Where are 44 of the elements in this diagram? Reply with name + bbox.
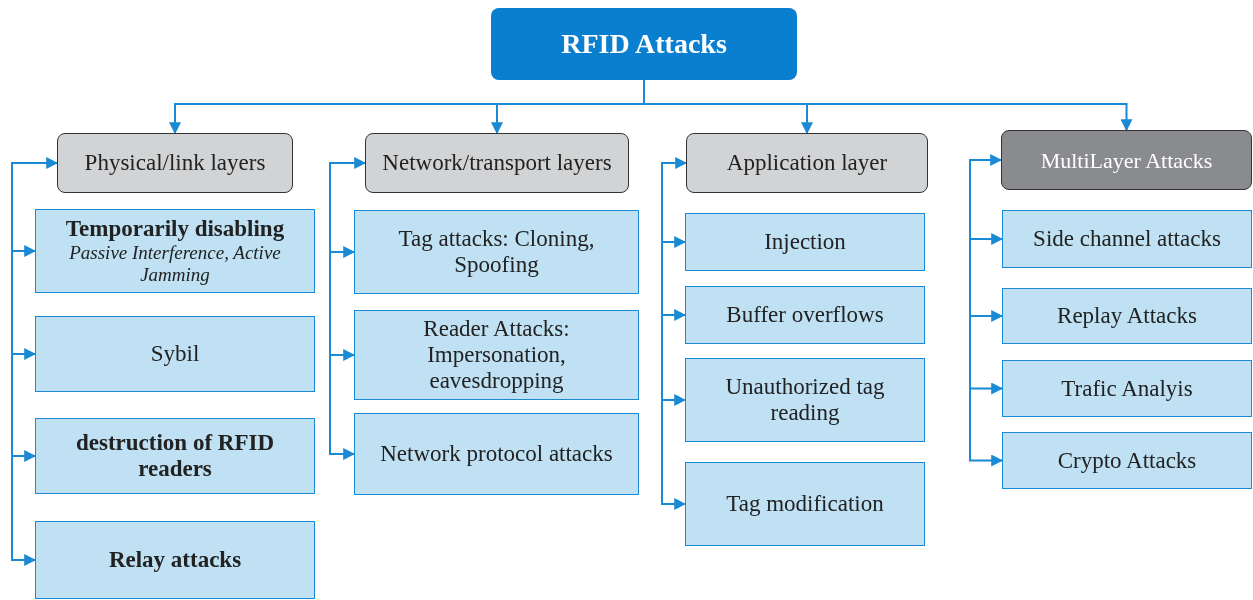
attack-box (354, 210, 639, 294)
attack-box (1002, 288, 1252, 344)
box-label: Replay Attacks (1057, 303, 1197, 329)
box-label: destruction of RFID readers (74, 430, 275, 482)
box-detail: Passive Interference, Active Jamming (68, 242, 282, 286)
box-label: RFID Attacks (561, 27, 727, 61)
root-box (491, 8, 797, 80)
attack-box (685, 358, 925, 442)
box-label: Unauthorized tag reading (724, 374, 886, 426)
category-box (57, 133, 293, 193)
box-label: Trafic Analyis (1061, 375, 1193, 402)
arrow (969, 159, 1004, 467)
box-label: Network/transport layers (382, 150, 612, 176)
box-label: Injection (764, 229, 846, 255)
attack-box (685, 286, 925, 344)
box-label: Reader Attacks: Impersonation, eavesdropping (422, 316, 571, 394)
attack-box (1002, 432, 1252, 489)
attack-box (35, 418, 315, 494)
box-label: Temporarily disabling (65, 216, 285, 242)
box-label: Sybil (150, 341, 200, 367)
arrow (329, 162, 366, 460)
box-label: Application layer (726, 150, 888, 176)
attack-box (685, 213, 925, 271)
box-label: Physical/link layers (84, 150, 266, 176)
box-label: Buffer overflows (726, 302, 884, 328)
attack-box (35, 316, 315, 392)
box-label: Network protocol attacks (380, 441, 613, 467)
attack-box (35, 521, 315, 599)
category-box (365, 133, 629, 193)
box-label: MultiLayer Attacks (1040, 146, 1213, 175)
attack-box (1002, 360, 1252, 417)
box-label: Tag attacks: Cloning, Spoofing (397, 226, 596, 278)
category-box (1001, 130, 1252, 190)
arrow (661, 162, 687, 510)
attack-box (1002, 210, 1252, 268)
category-box (686, 133, 928, 193)
box-label: Relay attacks (108, 547, 242, 573)
box-label: Crypto Attacks (1057, 447, 1197, 474)
attack-box (354, 413, 639, 495)
attack-box (35, 209, 315, 293)
attack-box (685, 462, 925, 546)
box-label: Tag modification (726, 491, 884, 517)
attack-box (354, 310, 639, 400)
box-label: Side channel attacks (1033, 226, 1221, 252)
